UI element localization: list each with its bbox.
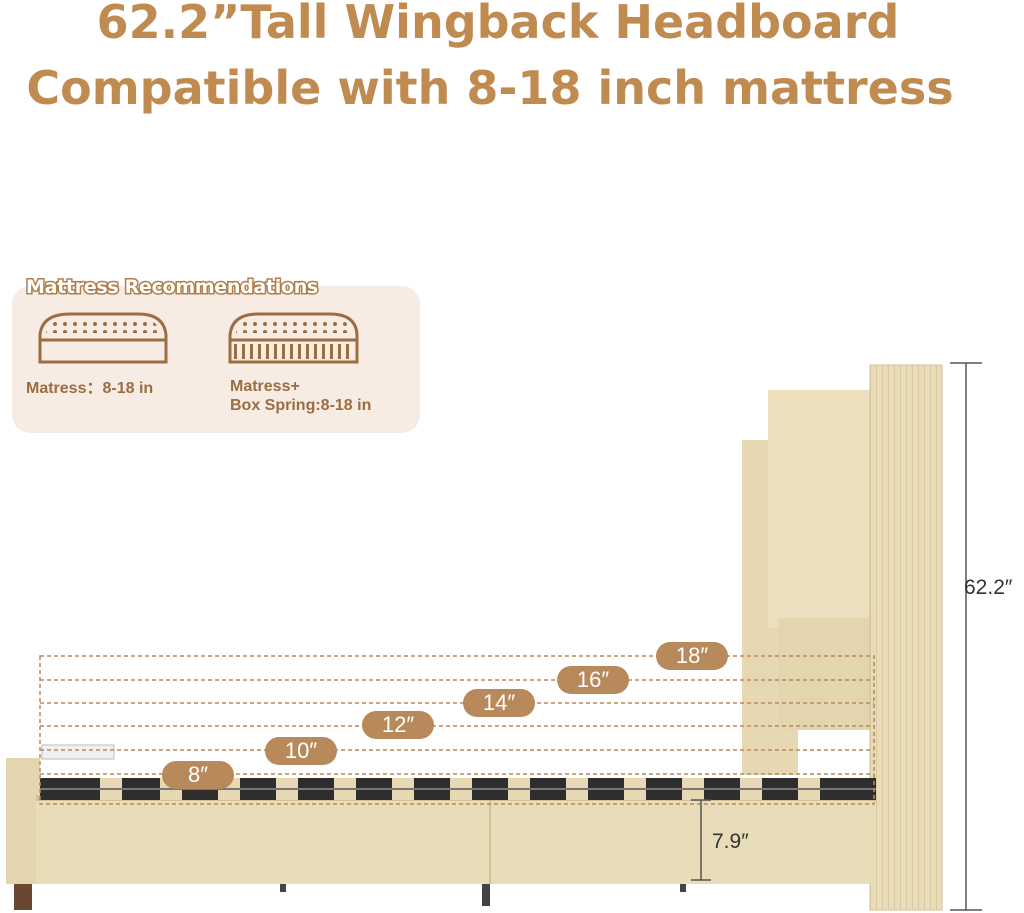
headline-line-2: Compatible with 8-18 inch mattress [26,61,954,115]
height-badge-10: 10″ [265,737,337,765]
height-badge-8: 8″ [162,761,234,789]
bed-leg [14,884,32,910]
height-badge-14: 14″ [463,689,535,717]
mattress-only-label: Matress：8-18 in [26,380,154,397]
clearance-label: 7.9″ [712,830,749,853]
mattress-boxspring-label: Matress+ Box Spring:8-18 in [230,378,372,414]
recommendation-title: Mattress Recommendations [25,275,320,300]
clearance-dimension [691,799,711,881]
height-badge-12: 12″ [362,711,434,739]
total-height-label: 62.2″ [964,576,1013,599]
headline-line-1: 62.2”Tall Wingback Headboard [96,0,900,49]
total-height-dimension [950,362,982,911]
mattress-height-guides [39,655,875,805]
height-badge-16: 16″ [557,666,629,694]
bed-frame [6,744,876,910]
height-badge-18: 18″ [656,642,728,670]
slats [40,778,876,800]
headboard [742,364,943,911]
mattress-boxspring-icon [228,312,359,364]
mattress-icon [38,312,168,364]
